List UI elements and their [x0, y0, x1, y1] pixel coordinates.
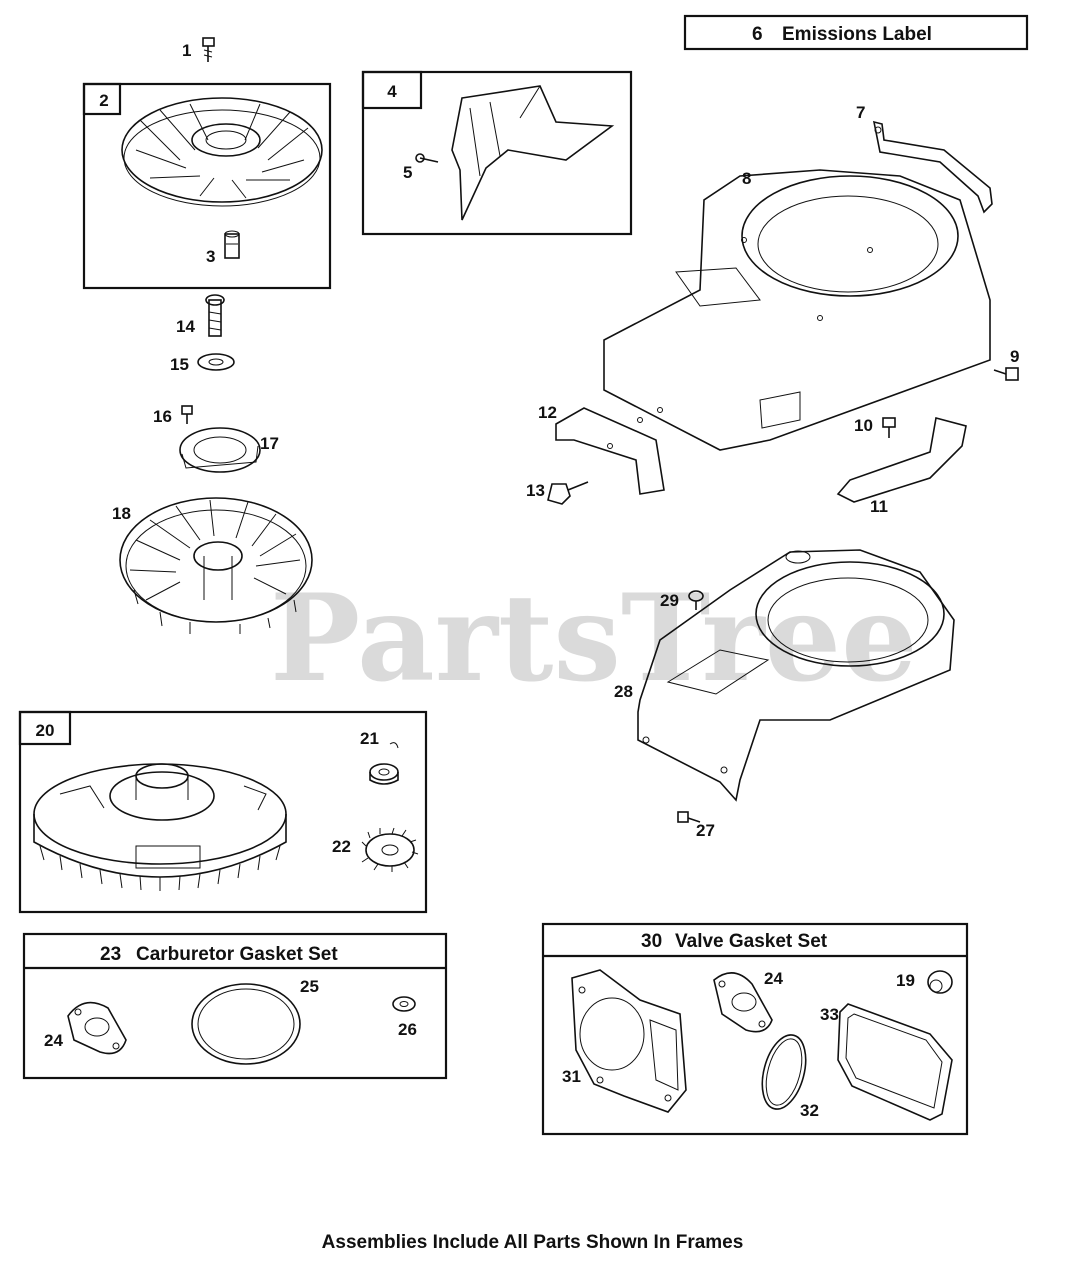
part-28-housing[interactable]	[637, 549, 955, 802]
part-21-nut[interactable]	[369, 742, 399, 785]
part-label-10: 10	[854, 416, 873, 435]
frame-20-number: 20	[36, 721, 55, 740]
emissions-label-title: Emissions Label	[782, 24, 932, 45]
part-label-13: 13	[526, 481, 545, 500]
part-label-14: 14	[176, 317, 195, 336]
frame-23-carburetor-gasket-set[interactable]: 23 Carburetor Gasket Set 24 25 26	[22, 932, 448, 1080]
part-18-fan[interactable]	[119, 497, 313, 634]
part-label-32: 32	[800, 1101, 819, 1120]
part-33-cover-gasket[interactable]	[837, 1003, 953, 1121]
carb-set-title: Carburetor Gasket Set	[136, 944, 338, 965]
part-label-29: 29	[660, 591, 679, 610]
part-17-ratchet[interactable]	[179, 427, 261, 473]
part-label-26: 26	[398, 1020, 417, 1039]
part-16-screw[interactable]	[181, 405, 193, 424]
valve-set-number: 30	[641, 931, 662, 952]
part-label-7: 7	[856, 103, 865, 122]
frame-4-number: 4	[387, 82, 397, 101]
part-13-bolt[interactable]	[547, 481, 589, 505]
fan-cover	[121, 97, 323, 207]
emissions-label-box[interactable]: 6 Emissions Label	[683, 14, 1029, 51]
part-5-screw[interactable]	[415, 153, 439, 163]
part-8-blower-housing[interactable]	[603, 169, 991, 451]
part-12-bracket[interactable]	[555, 407, 665, 495]
part-label-27: 27	[696, 821, 715, 840]
part-label-33: 33	[820, 1005, 839, 1024]
part-label-28: 28	[614, 682, 633, 701]
part-label-25: 25	[300, 977, 319, 996]
frame-4[interactable]: 4 5	[361, 70, 633, 236]
part-22-gear[interactable]	[361, 827, 419, 872]
part-label-8: 8	[742, 169, 751, 188]
valve-set-title: Valve Gasket Set	[675, 931, 828, 952]
part-label-31: 31	[562, 1067, 581, 1086]
part-label-9: 9	[1010, 347, 1019, 366]
part-19-seal[interactable]	[927, 970, 953, 994]
flywheel	[33, 763, 287, 891]
watermark: PartsTree	[270, 568, 917, 709]
frame-2[interactable]: 2 3	[82, 82, 332, 290]
part-29-screw[interactable]	[688, 590, 704, 610]
part-27-screw[interactable]	[677, 811, 701, 823]
part-label-11: 11	[870, 497, 888, 516]
part-25-oring[interactable]	[191, 983, 301, 1065]
part-label-12: 12	[538, 403, 557, 422]
frame-2-number: 2	[99, 91, 108, 110]
part-32-oring[interactable]	[755, 1030, 813, 1114]
part-label-19: 19	[896, 971, 915, 990]
part-24-gasket-valve[interactable]	[713, 972, 773, 1033]
part-label-21: 21	[360, 729, 379, 748]
part-label-18: 18	[112, 504, 131, 523]
part-26-seal[interactable]	[392, 996, 416, 1012]
part-label-3: 3	[206, 247, 215, 266]
part-1-screw[interactable]	[202, 37, 215, 62]
part-label-15: 15	[170, 355, 189, 374]
part-31-head-gasket[interactable]	[571, 969, 687, 1113]
footer-note: Assemblies Include All Parts Shown In Fr…	[321, 1232, 744, 1253]
part-3-pin[interactable]	[224, 230, 240, 259]
part-9-bolt[interactable]	[993, 367, 1019, 381]
part-24-gasket-carb[interactable]	[67, 1001, 127, 1055]
part-label-17: 17	[260, 434, 279, 453]
carb-set-number: 23	[100, 944, 121, 965]
part-label-24-carb: 24	[44, 1031, 63, 1050]
part-label-24-valve: 24	[764, 969, 783, 988]
part-11-baffle[interactable]	[836, 417, 967, 503]
emissions-label-number: 6	[752, 24, 763, 45]
part-label-22: 22	[332, 837, 351, 856]
frame-20[interactable]: 20 21 22	[18, 710, 428, 914]
part-14-bolt[interactable]	[205, 294, 225, 337]
part-10-screw[interactable]	[882, 417, 896, 438]
air-guide	[451, 85, 615, 221]
part-15-washer[interactable]	[197, 353, 235, 371]
part-7-bracket[interactable]	[872, 120, 993, 214]
part-label-5: 5	[403, 163, 412, 182]
frame-30-valve-gasket-set[interactable]: 30 Valve Gasket Set 31 24 32 19	[541, 922, 969, 1136]
part-label-16: 16	[153, 407, 172, 426]
part-label-1: 1	[182, 41, 191, 60]
